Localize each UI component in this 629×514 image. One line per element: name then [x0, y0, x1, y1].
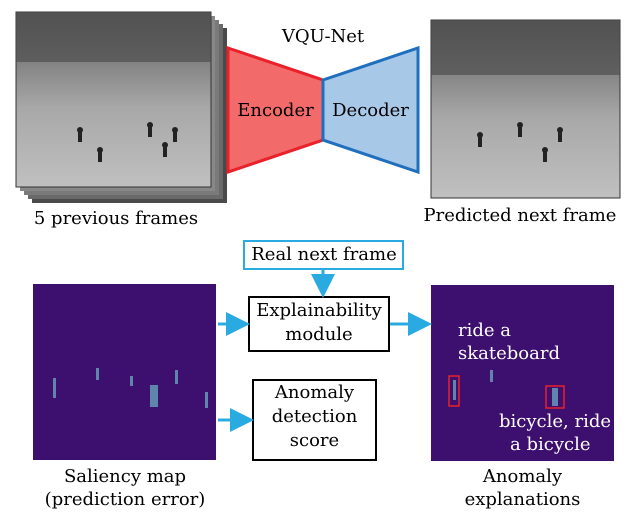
- explanations-caption-line2: explanations: [464, 489, 581, 510]
- saliency-map: [33, 284, 216, 460]
- real-frame-box: [243, 240, 404, 270]
- saliency-caption-line2: (prediction error): [44, 489, 206, 510]
- anomaly-line2: detection: [271, 406, 358, 427]
- explanations-caption-line1: Anomaly: [482, 466, 563, 487]
- decoder-block: [321, 45, 420, 175]
- anomaly-line1: Anomaly: [274, 382, 355, 403]
- anomaly-score-box: [252, 379, 377, 461]
- bicycle-label-line2: a bicycle: [510, 434, 591, 455]
- decoder-label: Decoder: [332, 100, 409, 121]
- skateboard-label-line1: ride a: [458, 320, 511, 341]
- vqunet-title: VQU-Net: [281, 26, 365, 47]
- saliency-caption-line1: Saliency map: [63, 466, 187, 487]
- predicted-frame: [430, 19, 621, 199]
- input-caption: 5 previous frames: [33, 208, 199, 229]
- explainability-line2: module: [285, 324, 353, 345]
- anomaly-line3: score: [289, 430, 340, 451]
- bicycle-label-line1: bicycle, ride: [499, 411, 611, 432]
- real-frame-label: Real next frame: [251, 244, 397, 265]
- encoder-label: Encoder: [237, 100, 314, 121]
- input-frames-stack: [15, 11, 227, 203]
- prediction-caption: Predicted next frame: [423, 205, 617, 226]
- anomaly-explanations-image: [431, 285, 614, 461]
- explainability-line1: Explainability: [256, 300, 382, 321]
- skateboard-label-line2: skateboard: [458, 343, 560, 364]
